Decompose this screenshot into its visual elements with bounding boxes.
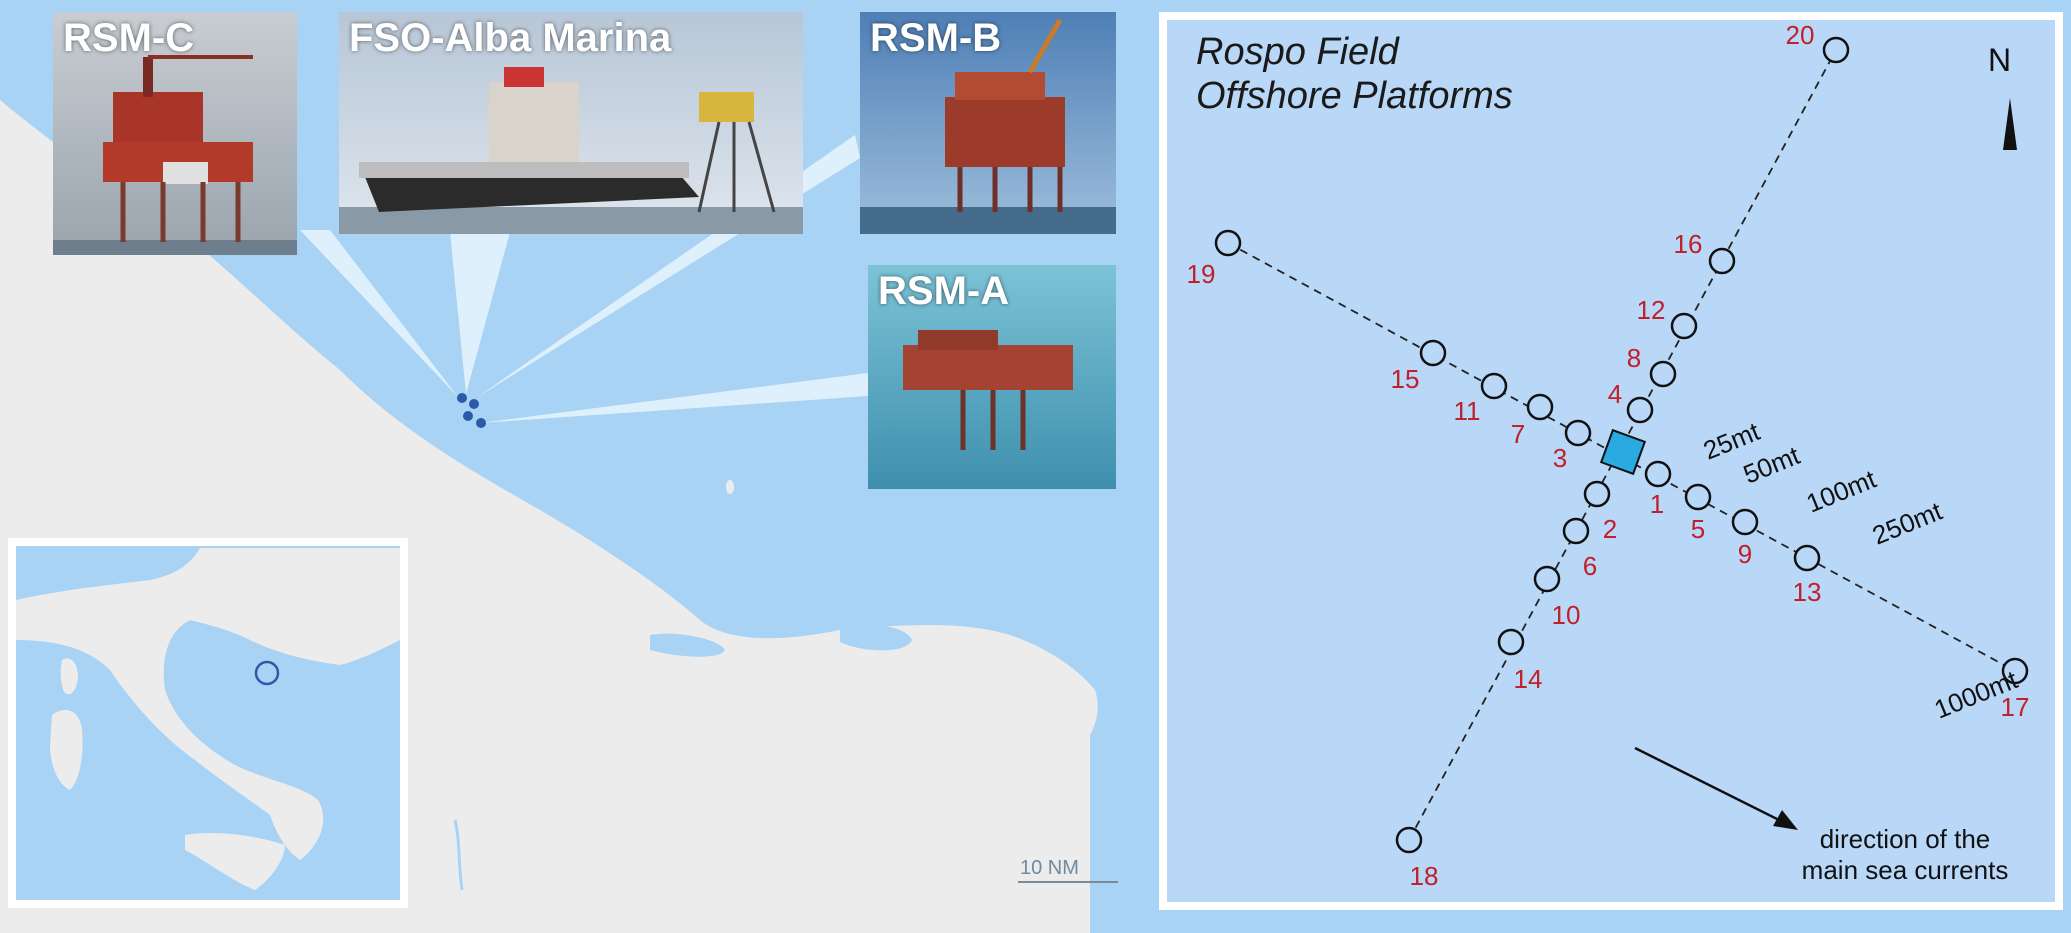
rsm-b-platform-image — [860, 12, 1116, 234]
transect-nw-se — [1227, 242, 2016, 672]
station-label-7: 7 — [1511, 419, 1525, 449]
fso-ship-image — [339, 12, 803, 234]
station-marker-11 — [1480, 372, 1508, 400]
station-marker-15 — [1419, 339, 1447, 367]
station-label-11: 11 — [1454, 396, 1481, 426]
station-marker-5 — [1684, 483, 1712, 511]
river — [453, 819, 464, 891]
panel-title-line1: Rospo Field — [1196, 31, 1399, 73]
current-arrowhead-icon — [1773, 810, 1798, 830]
station-marker-7 — [1526, 393, 1554, 421]
station-label-18: 18 — [1410, 861, 1439, 891]
photo-fso-alba-marina: FSO-Alba Marina — [339, 12, 803, 234]
current-arrow — [1634, 746, 1784, 824]
inset-sicily — [185, 833, 285, 890]
central-platform — [1599, 428, 1647, 476]
inset-location-marker — [254, 660, 280, 686]
station-marker-10 — [1533, 565, 1561, 593]
current-label-line1: direction of the — [1819, 824, 1991, 854]
station-label-12: 12 — [1637, 295, 1666, 325]
station-marker-1 — [1644, 460, 1672, 488]
station-label-3: 3 — [1553, 443, 1567, 473]
station-marker-2 — [1583, 480, 1611, 508]
station-label-15: 15 — [1391, 364, 1420, 394]
inset-map — [8, 538, 408, 908]
station-label-8: 8 — [1627, 343, 1641, 373]
sampling-stations — [1214, 36, 2029, 854]
station-label-17: 17 — [2001, 692, 2030, 722]
panel-title-line2: Offshore Platforms — [1196, 75, 1513, 117]
pointer-fso — [450, 232, 510, 394]
station-label-14: 14 — [1514, 664, 1543, 694]
station-marker-19 — [1214, 229, 1242, 257]
inset-corsica — [60, 658, 78, 695]
rsm-a-platform-image — [868, 265, 1116, 489]
platform-dot-rsm-a — [476, 418, 486, 428]
pointer-rsm-a — [480, 373, 868, 423]
station-label-6: 6 — [1583, 551, 1597, 581]
station-marker-9 — [1731, 508, 1759, 536]
station-marker-8 — [1649, 360, 1677, 388]
photo-rsm-a: RSM-A — [868, 265, 1116, 489]
north-label: N — [1988, 42, 2012, 78]
station-marker-18 — [1395, 826, 1423, 854]
north-arrow-icon — [2003, 98, 2017, 150]
photo-label-rsm-b: RSM-B — [870, 16, 1002, 60]
photo-label-rsm-a: RSM-A — [878, 269, 1010, 313]
station-marker-14 — [1497, 628, 1525, 656]
station-marker-4 — [1626, 396, 1654, 424]
islet — [726, 480, 734, 494]
station-label-1: 1 — [1650, 489, 1664, 519]
station-label-2: 2 — [1603, 514, 1617, 544]
inset-sardinia — [50, 710, 83, 790]
rsm-c-platform-image — [53, 12, 297, 255]
station-label-10: 10 — [1552, 600, 1581, 630]
photo-label-rsm-c: RSM-C — [63, 16, 195, 60]
inset-land-north — [16, 548, 400, 860]
station-label-9: 9 — [1738, 539, 1752, 569]
photo-label-fso: FSO-Alba Marina — [349, 16, 672, 60]
station-marker-16 — [1708, 247, 1736, 275]
current-direction-label: direction of the main sea currents — [1765, 824, 2045, 886]
station-label-20: 20 — [1786, 20, 1815, 50]
station-marker-13 — [1793, 544, 1821, 572]
station-label-5: 5 — [1691, 514, 1705, 544]
station-label-4: 4 — [1608, 379, 1622, 409]
station-marker-3 — [1564, 419, 1592, 447]
pointer-rsm-c — [300, 230, 458, 397]
station-marker-6 — [1562, 517, 1590, 545]
photo-rsm-c: RSM-C — [53, 12, 297, 255]
lagoon-2 — [840, 625, 912, 651]
station-marker-12 — [1670, 312, 1698, 340]
scale-bar-label: 10 NM — [1020, 857, 1079, 879]
photo-rsm-b: RSM-B — [860, 12, 1116, 234]
current-label-line2: main sea currents — [1801, 855, 2009, 885]
station-label-13: 13 — [1793, 577, 1822, 607]
panel-title: Rospo Field Offshore Platforms — [1196, 30, 1513, 118]
platform-dot-fso — [469, 399, 479, 409]
lagoon-1 — [650, 633, 725, 657]
station-label-16: 16 — [1674, 229, 1703, 259]
station-marker-17 — [2001, 657, 2029, 685]
station-marker-20 — [1822, 36, 1850, 64]
platform-dot-rsm-b — [463, 411, 473, 421]
station-label-19: 19 — [1187, 259, 1216, 289]
platform-dot-rsm-c — [457, 393, 467, 403]
